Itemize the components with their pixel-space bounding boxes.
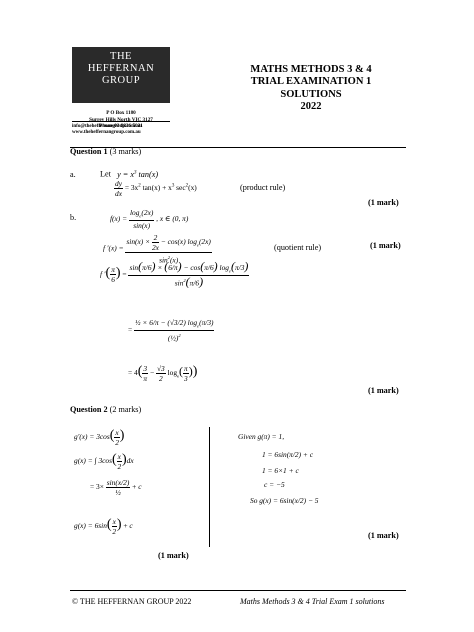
q2-right-line-2: 1 = 6sin(π/2) + c <box>262 450 314 459</box>
web-line: www.theheffernangroup.com.au <box>72 130 141 136</box>
part-a-function: y = x3 tan(x) <box>112 169 159 179</box>
part-b-domain: , x ∈ (0, π) <box>156 213 189 223</box>
question-2-label: Question 2 <box>70 405 108 414</box>
logo-line-2: HEFFERNAN <box>87 63 155 74</box>
question-2-heading: Question 2 (2 marks) <box>70 405 141 415</box>
email-line: info@theheffernangroup.com.au <box>72 124 142 129</box>
header-rule <box>70 147 406 148</box>
question-1-marks: (3 marks) <box>109 147 142 156</box>
title-line-3: SOLUTIONS <box>280 88 342 100</box>
question-1-label: Question 1 <box>70 147 108 156</box>
quotient-rule-note: (quotient rule) <box>274 243 322 252</box>
q2-right-conclusion: So g(x) = 6sin(x/2) − 5 <box>250 496 319 505</box>
q2-right-line-3: 1 = 6×1 + c <box>262 466 299 475</box>
q2-right-mark: (1 mark) <box>368 531 399 540</box>
title-line-2: TRIAL EXAMINATION 1 <box>250 76 372 88</box>
heffernan-logo: THE HEFFERNAN GROUP <box>72 47 170 103</box>
part-a-label: a. <box>70 170 76 179</box>
footer-rule <box>70 590 406 591</box>
footer-copyright: © THE HEFFERNAN GROUP 2022 <box>72 597 192 606</box>
part-a-mark: (1 mark) <box>368 198 399 207</box>
part-b-function: f(x) = loge(2x)sin(x) , x ∈ (0, π) <box>110 208 189 231</box>
question-1-heading: Question 1 (3 marks) <box>70 147 141 157</box>
part-b-mark-2: (1 mark) <box>368 386 399 395</box>
logo-line-3: GROUP <box>101 75 141 86</box>
title-line-4: 2022 <box>300 101 322 113</box>
footer-title: Maths Methods 3 & 4 Trial Exam 1 solutio… <box>240 597 385 606</box>
part-b-label: b. <box>70 213 77 222</box>
title-line-1: MATHS METHODS 3 & 4 <box>250 64 372 75</box>
document-title: MATHS METHODS 3 & 4 TRIAL EXAMINATION 1 … <box>236 64 386 114</box>
q2-g-antiderivative-step: = 3× sin(x/2)½ + c <box>90 478 142 497</box>
phone-line: Phone 03 9836 5021 <box>99 123 143 130</box>
question-2-marks: (2 marks) <box>109 405 142 414</box>
contact-block: info@theheffernangroup.com.au www.thehef… <box>72 121 170 137</box>
address-block: P O Box 1180 Surrey Hills North VIC 3127… <box>72 110 170 130</box>
address-line-1: P O Box 1180 <box>106 110 136 116</box>
part-a-let: Let y = x3 tan(x) <box>100 168 158 180</box>
q2-given: Given g(π) = 1, <box>238 432 285 441</box>
q2-right-line-4: c = −5 <box>264 480 285 489</box>
q2-left-mark: (1 mark) <box>158 551 189 560</box>
column-divider <box>209 427 210 547</box>
logo-line-1: THE <box>110 51 132 62</box>
step-substituted: = ½ × 6/π − (√3/2) loge(π/3)(½)2 <box>128 318 215 343</box>
address-line-2: Surrey Hills North VIC 3127 <box>89 116 153 123</box>
part-b-mark-1: (1 mark) <box>370 241 401 250</box>
product-rule-note: (product rule) <box>240 183 286 192</box>
let-word: Let <box>100 169 111 179</box>
